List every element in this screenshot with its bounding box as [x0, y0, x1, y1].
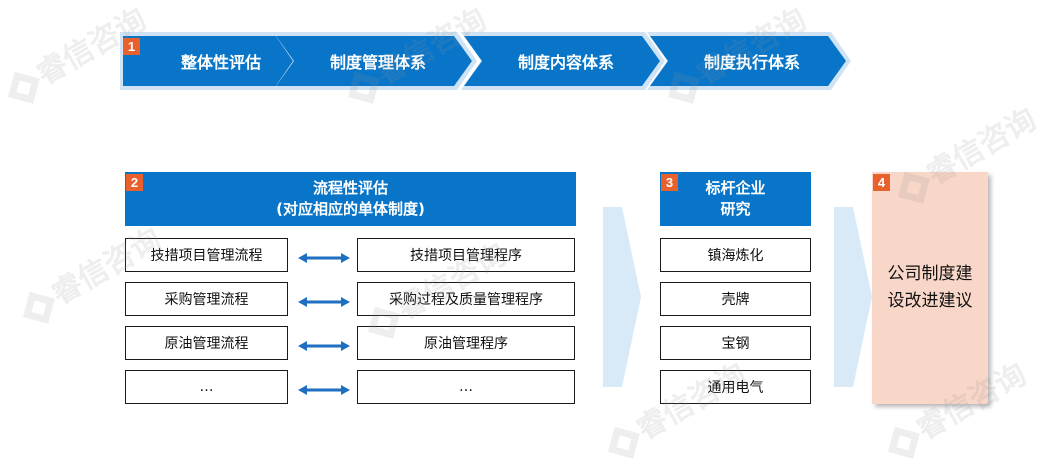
double-arrow-icon [298, 251, 350, 265]
double-arrow-icon [298, 339, 350, 353]
procedure-cell: 原油管理程序 [357, 326, 575, 360]
flow-step-exec-system: 制度执行体系 [650, 36, 846, 86]
watermark-logo-icon [607, 426, 640, 459]
watermark-logo-icon [887, 426, 920, 459]
double-arrow-icon [298, 383, 350, 397]
benchmark-title: 研究 [720, 200, 751, 218]
flow-step-mgmt-system: 制度管理体系 [276, 36, 472, 86]
watermark-logo-icon [7, 71, 40, 104]
flow-step-label: 制度内容体系 [517, 53, 614, 72]
transition-arrow-icon [603, 207, 641, 387]
step-number-3: 3 [661, 174, 678, 191]
suggestion-text: 公司制度建 [887, 264, 973, 284]
benchmark-item: 宝钢 [660, 326, 811, 360]
double-arrow-icon [298, 295, 350, 309]
suggestion-text: 设改进建议 [887, 291, 973, 311]
flow-step-label: 制度管理体系 [329, 53, 426, 72]
process-eval-header: 流程性评估 (对应相应的单体制度) [125, 172, 576, 226]
process-eval-subtitle: (对应相应的单体制度) [276, 200, 425, 218]
benchmark-header: 标杆企业 研究 [660, 172, 811, 226]
benchmark-item: 通用电气 [660, 370, 811, 404]
process-flow-cell: … [125, 370, 288, 404]
improvement-suggestion-box: 公司制度建 设改进建议 [872, 172, 988, 404]
process-eval-title: 流程性评估 [312, 179, 388, 197]
step-number-1: 1 [123, 38, 140, 55]
step-number-4: 4 [873, 174, 890, 191]
process-flow-cell: 技措项目管理流程 [125, 238, 288, 272]
procedure-cell: … [357, 370, 575, 404]
benchmark-title: 标杆企业 [705, 179, 766, 197]
process-flow-cell: 采购管理流程 [125, 282, 288, 316]
watermark-logo-icon [22, 291, 55, 324]
benchmark-item: 壳牌 [660, 282, 811, 316]
benchmark-item: 镇海炼化 [660, 238, 811, 272]
procedure-cell: 采购过程及质量管理程序 [357, 282, 575, 316]
flow-step-content-system: 制度内容体系 [464, 36, 660, 86]
procedure-cell: 技措项目管理程序 [357, 238, 575, 272]
flow-step-label: 整体性评估 [180, 53, 261, 72]
double-arrow-icons [298, 251, 350, 397]
step-number-2: 2 [126, 174, 143, 191]
transition-arrow-icon [834, 207, 872, 387]
process-flow-cell: 原油管理流程 [125, 326, 288, 360]
flow-step-label: 制度执行体系 [703, 53, 800, 72]
